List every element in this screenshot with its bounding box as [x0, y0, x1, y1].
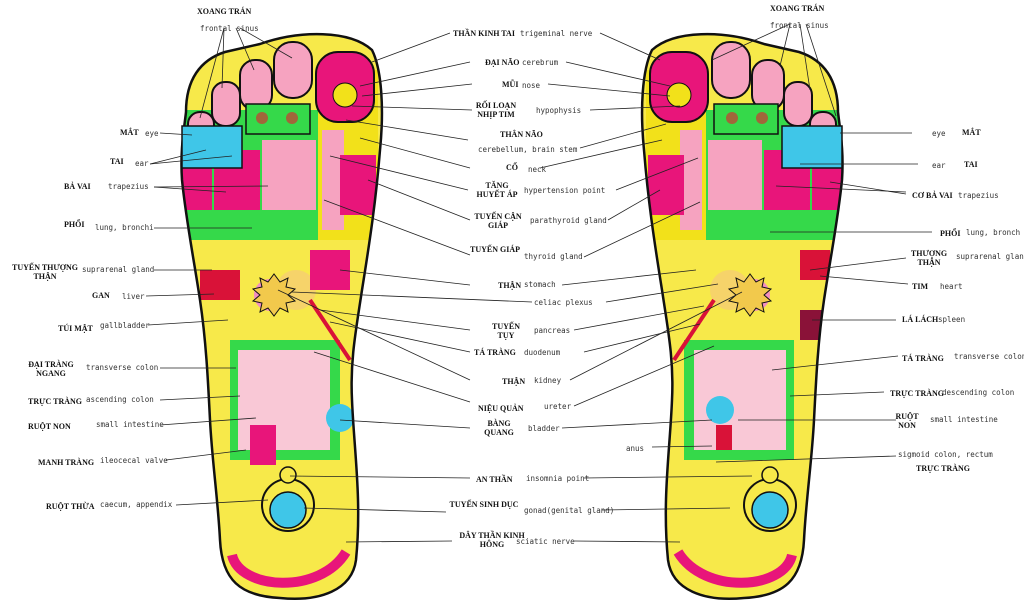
label-en: trapezius: [108, 182, 149, 191]
label-vi: BÀNG QUANG: [484, 419, 514, 437]
label-vi: TRỰC TRÀNG: [890, 389, 945, 398]
label-vi: NIỆU QUẢN: [478, 404, 524, 413]
label-vi: PHỔI: [64, 220, 85, 229]
label-en: eye: [932, 129, 946, 138]
label-vi: MẮT: [120, 128, 139, 137]
label-en: eye: [145, 129, 159, 138]
label-vi: CỔ: [506, 163, 518, 172]
label-en: nose: [522, 81, 541, 90]
leader-lines: [145, 23, 932, 543]
label-en: celiac plexus: [534, 298, 593, 307]
label-vi: MANH TRÀNG: [38, 458, 95, 467]
label-vi: AN THẦN: [476, 475, 513, 484]
label-en: duodenum: [524, 348, 561, 357]
label-en: sigmoid colon, rectum: [898, 450, 993, 459]
label-en: descending colon: [942, 388, 1015, 397]
label-vi: TUYẾN GIÁP: [470, 245, 521, 254]
label-en: ear: [135, 159, 149, 168]
label-vi: TĂNG HUYẾT ÁP: [476, 181, 518, 199]
label-vi: LÁ LÁCH: [902, 315, 939, 324]
label-vi: TRỰC TRÀNG: [28, 397, 83, 406]
label-en: ileocecal valve: [100, 456, 168, 465]
label-vi: PHỔI: [940, 229, 961, 238]
label-en: transverse colon: [86, 363, 159, 372]
label-en: trigeminal nerve: [520, 29, 593, 38]
label-en: gonad(genital gland): [524, 506, 615, 515]
label-vi: TÁ TRÀNG: [902, 354, 944, 363]
label-en: spleen: [938, 315, 966, 324]
label-en: small intestine: [96, 420, 164, 429]
label-vi: TUYẾN THƯỢNG THẬN: [11, 263, 78, 281]
right-foot: [640, 32, 844, 600]
label-vi: TÚI MẬT: [58, 324, 93, 333]
label-en: cerebrum: [522, 58, 559, 67]
label-vi: MẮT: [962, 128, 981, 137]
label-en: transverse colon: [954, 352, 1024, 361]
label-vi: TAI: [964, 160, 978, 169]
label-vi: THẬN: [502, 377, 526, 386]
label-en: frontal sinus: [200, 24, 259, 33]
label-vi: TAI: [110, 157, 124, 166]
label-en: lung, bronchi: [95, 223, 154, 232]
label-en: ear: [932, 161, 946, 170]
label-en: stomach: [524, 280, 556, 289]
label-vi: TUYẾN TỤY: [491, 322, 520, 340]
label-en: small intestine: [930, 415, 998, 424]
label-vi: TIM: [912, 282, 928, 291]
label-en: suprarenal gland: [956, 252, 1024, 261]
label-en: anus: [626, 444, 645, 453]
label-en: hypertension point: [524, 186, 606, 195]
label-en: insomnia point: [526, 474, 590, 483]
label-vi: BẢ VAI: [64, 182, 91, 191]
label-en: sciatic nerve: [516, 537, 575, 546]
label-en: thyroid gland: [524, 252, 583, 261]
label-vi: RUỘT THỪA: [46, 502, 95, 511]
label-vi: RỐI LOẠN NHỊP TIM: [475, 101, 517, 119]
label-vi: RUỘT NON: [895, 412, 919, 430]
label-en: pancreas: [534, 326, 571, 335]
label-en: neck: [528, 165, 547, 174]
label-vi: TUYẾN SINH DỤC: [449, 500, 519, 509]
label-en: heart: [940, 282, 963, 291]
label-en: lung, bronch: [966, 228, 1021, 237]
label-vi: CƠ BẢ VAI: [912, 191, 953, 200]
label-en: liver: [122, 292, 145, 301]
label-en: ascending colon: [86, 395, 154, 404]
label-vi: ĐẠI NÃO: [485, 58, 520, 67]
label-en: kidney: [534, 376, 562, 385]
label-vi: RUỘT NON: [28, 422, 71, 431]
label-en: parathyroid gland: [530, 216, 607, 225]
label-en: suprarenal gland: [82, 265, 155, 274]
label-vi: XOANG TRÁN: [197, 7, 252, 16]
label-en: trapezius: [958, 191, 999, 200]
label-en: gallbladder: [100, 321, 150, 330]
label-en: frontal sinus: [770, 21, 829, 30]
label-en: bladder: [528, 424, 560, 433]
label-vi: XOANG TRÁN: [770, 4, 825, 13]
label-vi: THƯỢNG THẬN: [910, 249, 948, 267]
label-vi: THẦN KINH TAI: [453, 29, 515, 38]
label-vi: TRỰC TRÀNG: [916, 464, 971, 473]
label-vi: TUYẾN CẬN GIÁP: [474, 212, 522, 230]
label-vi: DÂY THẦN KINH HÔNG: [459, 531, 525, 549]
label-vi: MŨI: [502, 80, 519, 89]
left-foot: [180, 32, 384, 600]
label-vi: THẬN: [498, 281, 522, 290]
label-vi: THÂN NÃO: [500, 130, 543, 139]
label-en: hypophysis: [536, 106, 582, 115]
label-vi: GAN: [92, 291, 110, 300]
label-en: ureter: [544, 402, 572, 411]
label-en: cerebellum, brain stem: [478, 145, 578, 154]
label-vi: ĐẠI TRÀNG NGANG: [28, 360, 74, 378]
label-en: caecum, appendix: [100, 500, 173, 509]
label-vi: TÁ TRÀNG: [474, 348, 516, 357]
